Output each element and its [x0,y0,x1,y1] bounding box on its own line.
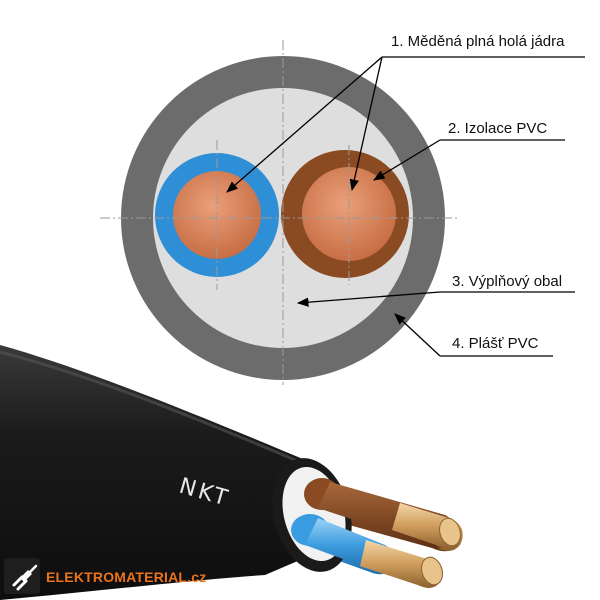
cross-section [100,40,460,385]
cable-3d: NKT [0,345,463,600]
brand-name: ELEKTROMATERIAL.cz [46,569,206,585]
label-filler: 3. Výplňový obal [452,273,562,290]
leader-lines [226,56,585,357]
brand-logo: ELEKTROMATERIAL.cz [4,558,206,594]
center-lines [100,40,460,385]
label-copper-cores: 1. Měděná plná holá jádra [391,33,565,50]
label-sheath: 4. Plášť PVC [452,335,539,352]
cable-jacket [0,345,343,600]
arrow-icon [226,56,383,193]
label-insulation: 2. Izolace PVC [448,120,547,137]
